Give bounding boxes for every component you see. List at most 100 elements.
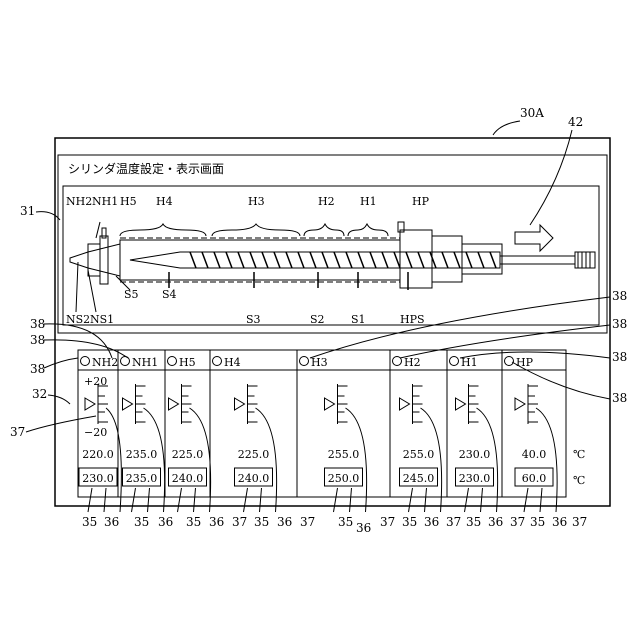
- leader-values: [334, 488, 352, 512]
- bottom-ref-numeral: 36: [209, 515, 224, 529]
- bottom-ref-numeral: 36: [104, 515, 119, 529]
- label-H3: H3: [248, 195, 265, 208]
- temperature-bar-scale: [136, 384, 146, 424]
- label-NS2: NS2: [66, 313, 90, 326]
- ref-cylinder: 31: [20, 204, 35, 218]
- temperature-bar-scale: [469, 384, 479, 424]
- bottom-ref-numeral: 37: [572, 515, 587, 529]
- bottom-ref-numeral: 37: [510, 515, 525, 529]
- bottom-ref-numeral: 36: [277, 515, 292, 529]
- leader-values: [244, 488, 262, 512]
- ref-indicator-c: 38: [30, 317, 45, 331]
- status-indicator-icon: [505, 357, 514, 366]
- leader-values: [88, 488, 106, 512]
- measured-temperature: 40.0: [522, 448, 547, 461]
- label-H2: H2: [318, 195, 335, 208]
- bottom-ref-numeral: 37: [300, 515, 315, 529]
- ref-indicator-r3: 38: [612, 350, 627, 364]
- leader-values: [409, 488, 427, 512]
- heater-braces: [120, 224, 388, 236]
- leader-screen: [493, 121, 520, 135]
- label-S5: S5: [124, 288, 139, 301]
- deviation-pointer-icon: [85, 398, 95, 410]
- unit-setpoint: ℃: [573, 474, 585, 487]
- ref-arrow: 42: [568, 115, 583, 129]
- bottom-ref-numeral: 36: [552, 515, 567, 529]
- bottom-ref-numeral: 37: [232, 515, 247, 529]
- deviation-pointer-icon: [325, 398, 335, 410]
- measured-temperature: 225.0: [238, 448, 270, 461]
- temperature-bar-scale: [528, 384, 538, 424]
- leader-values: [465, 488, 483, 512]
- label-S1: S1: [351, 313, 366, 326]
- scale-plus: +20: [84, 375, 107, 388]
- leader-values: [132, 488, 150, 512]
- setpoint-value: 240.0: [172, 472, 204, 485]
- leader-cylinder: [36, 212, 60, 220]
- zone-name: H3: [311, 356, 328, 369]
- measured-temperature: 255.0: [403, 448, 435, 461]
- bottom-ref-numeral: 36: [158, 515, 173, 529]
- measured-temperature: 255.0: [328, 448, 360, 461]
- measured-temperature: 235.0: [126, 448, 158, 461]
- zone-name: NH2: [92, 356, 118, 369]
- deviation-pointer-icon: [169, 398, 179, 410]
- leader-values: [524, 488, 542, 512]
- label-NS1: NS1: [90, 313, 114, 326]
- setpoint-value: 245.0: [403, 472, 435, 485]
- deviation-pointer-icon: [456, 398, 466, 410]
- bottom-ref-numeral: 35: [82, 515, 97, 529]
- zone-name: H1: [461, 356, 478, 369]
- bottom-ref-numeral: 35: [402, 515, 417, 529]
- zone-column[interactable]: NH1 235.0 235.0: [118, 350, 165, 512]
- screen-title: シリンダ温度設定・表示画面: [68, 161, 224, 176]
- leader-values: [178, 488, 196, 512]
- label-H4: H4: [156, 195, 173, 208]
- status-indicator-icon: [213, 357, 222, 366]
- scale-minus: −20: [84, 426, 107, 439]
- label-S2: S2: [310, 313, 325, 326]
- setpoint-value: 230.0: [459, 472, 491, 485]
- setpoint-value: 235.0: [126, 472, 158, 485]
- bottom-ref-numeral: 35: [186, 515, 201, 529]
- bottom-ref-numeral: 35: [530, 515, 545, 529]
- label-NH2: NH2: [66, 195, 92, 208]
- bottom-ref-numeral: 36: [488, 515, 503, 529]
- setpoint-value: 230.0: [82, 472, 114, 485]
- zone-column[interactable]: H4225.0240.0: [210, 350, 277, 512]
- setpoint-value: 250.0: [328, 472, 360, 485]
- temperature-bar-scale: [98, 384, 108, 424]
- temperature-bar-scale: [413, 384, 423, 424]
- cylinder-top-labels: NH2 NH1 H5 H4 H3 H2 H1 HP: [66, 195, 430, 208]
- unit-measured: ℃: [573, 448, 585, 461]
- bottom-ref-numeral: 36: [424, 515, 439, 529]
- zone-column[interactable]: H1 230.0 230.0: [447, 350, 498, 512]
- bottom-ref-numeral: 37: [380, 515, 395, 529]
- bottom-ref-numeral: 36: [356, 521, 371, 535]
- measured-temperature: 220.0: [82, 448, 114, 461]
- leader-arrow: [530, 130, 572, 225]
- zone-column[interactable]: HP40.060.0: [502, 350, 557, 512]
- zone-name: NH1: [132, 356, 158, 369]
- zone-column[interactable]: H5225.0240.0: [165, 350, 211, 512]
- zone-name: H2: [404, 356, 421, 369]
- zone-name: H4: [224, 356, 241, 369]
- zone-column[interactable]: H3 255.0 250.0: [297, 350, 367, 512]
- ref-indicator-a: 38: [30, 333, 45, 347]
- setpoint-value: 60.0: [522, 472, 547, 485]
- leader-panel: [48, 395, 70, 404]
- zone-column[interactable]: H2 255.0 245.0: [390, 350, 442, 512]
- bottom-ref-numeral: 35: [254, 515, 269, 529]
- zone-panel: NH2220.0230.0NH1235.0235.0H5225.0240.0H4…: [78, 350, 566, 512]
- label-S3: S3: [246, 313, 261, 326]
- status-indicator-icon: [81, 357, 90, 366]
- ref-panel: 32: [32, 387, 47, 401]
- measured-temperature: 225.0: [172, 448, 204, 461]
- ref-bar-left: 37: [10, 425, 25, 439]
- measured-temperature: 230.0: [459, 448, 491, 461]
- label-HPS: HPS: [400, 313, 425, 326]
- status-indicator-icon: [300, 357, 309, 366]
- status-indicator-icon: [168, 357, 177, 366]
- bottom-ref-numeral: 35: [466, 515, 481, 529]
